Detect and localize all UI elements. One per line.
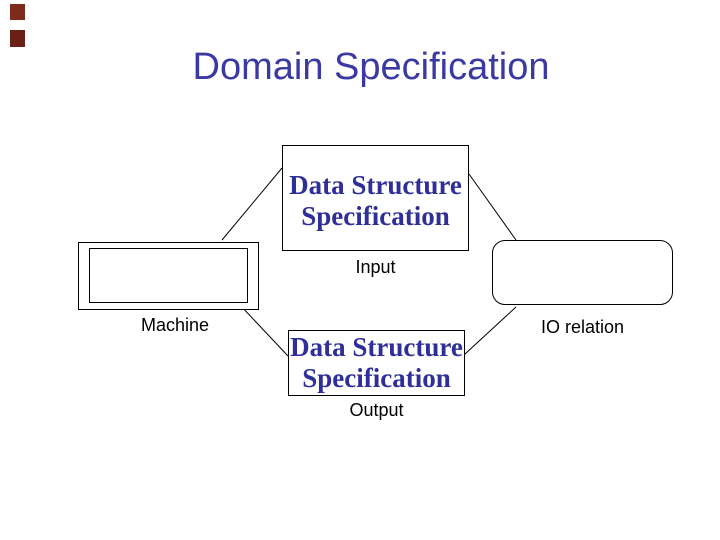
connector-inputspec-to-machine bbox=[221, 167, 283, 241]
input-caption: Input bbox=[355, 257, 396, 277]
input-spec-box: Data Structure Specification bbox=[282, 145, 469, 251]
output-spec-box: Data Structure Specification bbox=[288, 330, 465, 396]
machine-caption: Machine bbox=[140, 315, 210, 335]
connector-inputspec-to-iorelation bbox=[468, 173, 517, 241]
slide-title: Domain Specification bbox=[192, 46, 550, 88]
io-relation-box bbox=[492, 240, 673, 305]
corner-marker-bottom bbox=[10, 30, 25, 47]
corner-marker-top bbox=[10, 4, 25, 20]
input-spec-line1: Data Structure bbox=[289, 170, 462, 200]
input-spec-line2: Specification bbox=[301, 201, 450, 231]
machine-box-inner bbox=[89, 248, 248, 303]
io-relation-caption: IO relation bbox=[540, 317, 625, 337]
output-caption: Output bbox=[349, 400, 404, 420]
machine-box bbox=[78, 242, 259, 310]
output-spec-line2: Specification bbox=[302, 363, 451, 393]
output-spec-line1: Data Structure bbox=[290, 332, 463, 362]
